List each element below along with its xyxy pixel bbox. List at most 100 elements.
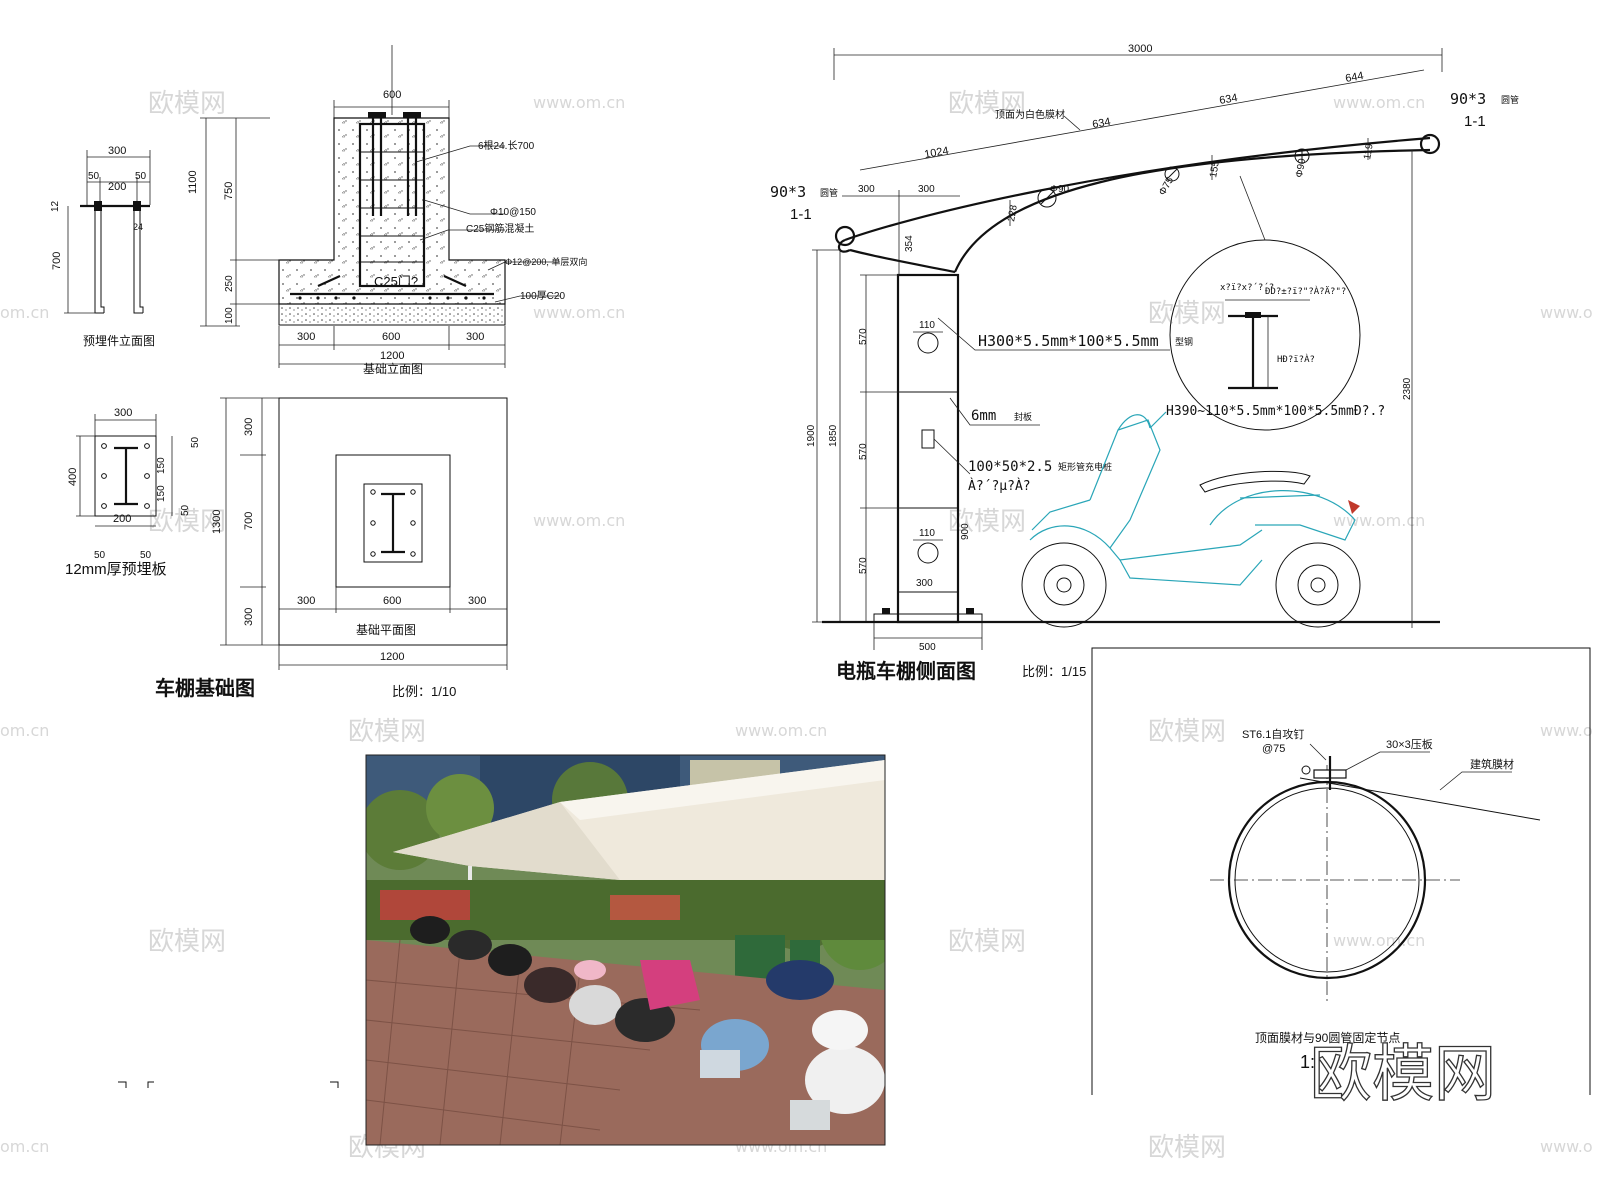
dim-228: 228 [1006,204,1020,223]
watermark-url: www.om.cn [533,93,625,112]
dim-1900: 1900 [806,424,817,447]
pipe-left-tag: 1-1 [790,206,812,223]
dim-1200: 1200 [380,651,404,663]
dim-300: 300 [918,184,935,195]
embed-elevation-drawing: 300 50 200 50 12 700 24 预埋件立面图 [50,145,155,348]
dim-300: 300 [297,595,315,607]
watermark-logo: 欧模网 [148,927,226,957]
embed-plate-drawing: 300 400 50 150 150 50 200 50 50 12mm厚预埋板 [65,407,201,578]
detail-h-note: H390~110*5.5mm*100*5.5mmÐ?.? [1166,404,1385,419]
dim-300: 300 [466,331,484,343]
watermark-logo: 欧模网 [948,89,1026,119]
note-rect-tube-sub: 矩形管充电桩 [1058,461,1112,472]
note-base: 100厚C20 [520,290,565,302]
pipe-left: 90*3 [770,183,806,201]
dim-200: 200 [113,513,131,525]
dim-300: 300 [114,407,132,419]
watermark-url: om.cn [0,721,49,740]
watermark-logo: 欧模网 [1148,1133,1226,1163]
dim-900: 900 [960,523,971,540]
dim-600: 600 [383,595,401,607]
dim-155: 155 [1208,160,1222,179]
dim-200: 200 [108,181,126,193]
dim-300: 300 [243,608,255,626]
dim-600: 600 [382,331,400,343]
watermark-logo: 欧模网 [1148,299,1226,329]
dim-700: 700 [243,512,255,530]
watermark-url: www.o [1540,1137,1593,1156]
dim-1300: 1300 [211,510,223,534]
dim-2380: 2380 [1402,377,1413,400]
note-bottom-bar: Φ12@200, 单层双向 [505,256,587,267]
watermark-url: www.om.cn [533,511,625,530]
brand-watermark: 欧模网 [1310,1037,1496,1110]
dim-300: 300 [108,145,126,157]
pipe-right-sub: 圆管 [1501,94,1519,105]
watermark-logo: 欧模网 [348,717,426,747]
dim-700: 700 [51,252,63,270]
watermark-logo: 欧模网 [148,507,226,537]
dim-634: 634 [1091,116,1111,131]
dim-500: 500 [919,642,936,653]
foundation-scale: 比例：1/10 [392,684,456,699]
embed-plate-caption: 12mm厚预埋板 [65,560,167,578]
dim-1200: 1200 [380,350,404,362]
watermark-logo: 欧模网 [148,89,226,119]
dim-570: 570 [858,328,869,345]
hole-phi90: Φ90 [1050,184,1070,195]
dim-12: 12 [50,200,61,212]
foundation-plan-drawing: 300 600 300 基础平面图 1200 300 700 300 1300 [211,397,508,670]
foundation-elevation-drawing: 600 1100 750 250 100 [187,45,587,376]
note-concrete: C25钢筋混凝土 [466,222,534,235]
foundation-title: 车棚基础图 [155,676,255,700]
node-screw-spacing: @75 [1262,743,1285,755]
dim-570: 570 [858,557,869,574]
watermark-url: om.cn [0,1137,49,1156]
side-view-drawing: 3000 1024 634 634 644 Φ90 Φ75 Φ90 228 15… [770,43,1519,653]
hole-110: 110 [919,528,935,539]
dim-1100: 1100 [187,170,199,194]
node-scale: 1: [1300,1052,1315,1072]
side-view-scale: 比例：1/15 [1022,664,1086,679]
note-stirrup: Φ10@150 [490,207,536,218]
pipe-right: 90*3 [1450,90,1486,108]
dim-50: 50 [135,171,147,182]
note-h-steel: H300*5.5mm*100*5.5mm [978,332,1159,350]
dim-300: 300 [243,418,255,436]
watermark-logo: 欧模网 [1148,717,1226,747]
dim-300: 300 [468,595,486,607]
watermark-url: om.cn [0,303,49,322]
dim-150: 150 [156,457,167,474]
foundation-elevation-caption: 基础立面图 [363,361,423,376]
photo-frame [365,754,886,1146]
dim-50: 50 [94,550,106,561]
hole-phi75: Φ75 [1157,175,1176,197]
note-rect-tube-line2: À?´?µ?À? [968,478,1031,494]
note-membrane: 顶面为白色膜材 [995,108,1065,121]
side-view-title: 电瓶车棚侧面图 [836,659,976,683]
dim-1024: 1024 [923,145,949,161]
carport-photo [366,755,885,1145]
foundation-plan-caption: 基础平面图 [356,623,416,637]
watermark-logo: 欧模网 [948,927,1026,957]
detail-text-2: ÐD?±?ï?"?À?Ä?"? [1265,285,1346,297]
dim-300: 300 [916,578,933,589]
dim-634: 634 [1218,92,1238,107]
pipe-left-sub: 圆管 [820,187,838,198]
dim-300: 300 [858,184,875,195]
dim-600: 600 [383,89,401,101]
dim-50: 50 [190,436,201,448]
node-screw: ST6.1自攻钉 [1242,727,1304,741]
node-detail-drawing: ST6.1自攻钉 @75 30×3压板 建筑膜材 顶面膜材与90圆管固定节点 1… [1091,647,1591,1095]
dim-50: 50 [88,171,100,182]
note-h-steel-sub: 型钢 [1175,336,1193,347]
watermark-url: www.om.cn [533,303,625,322]
dim-50: 50 [140,550,152,561]
dim-100: 100 [224,307,235,324]
detail-text-1: x?ï?x?´?´? [1220,282,1274,293]
watermark-url: www.om.cn [1333,931,1425,950]
embed-elevation-caption: 预埋件立面图 [83,333,155,348]
hole-110: 110 [919,320,935,331]
hole-phi90: Φ90 [1294,157,1308,178]
